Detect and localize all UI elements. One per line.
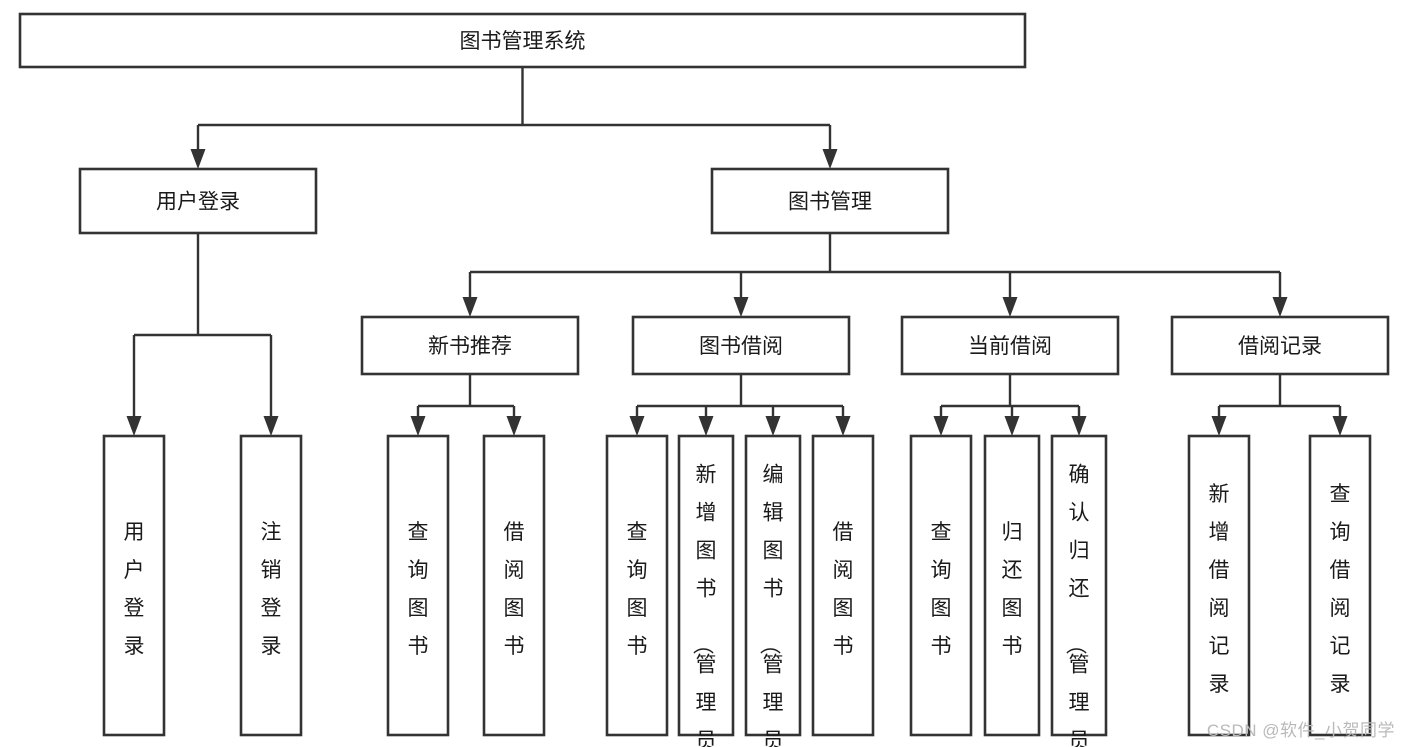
node-leaf-add-book[interactable]: 新增图书（管理员）: [677, 434, 735, 747]
arrow-head-icon: [1004, 416, 1020, 436]
node-leaf-query-record[interactable]: 查询借阅记录: [1308, 434, 1372, 737]
arrow-head-icon: [410, 416, 426, 436]
arrow-head-icon: [822, 149, 838, 169]
node-leaf-edit-book[interactable]: 编辑图书（管理员）: [744, 434, 802, 747]
node-box[interactable]: [1308, 434, 1372, 737]
node-box[interactable]: [78, 167, 318, 235]
arrow-head-icon: [765, 416, 781, 436]
node-box[interactable]: [482, 434, 546, 737]
node-box[interactable]: [710, 167, 950, 235]
arrow-head-icon: [126, 416, 142, 436]
node-label: 借阅记录: [1238, 335, 1322, 358]
node-label: 新增图书（管理员）: [691, 464, 717, 747]
node-label: 图书管理: [788, 191, 872, 214]
node-label: 查询图书: [627, 521, 648, 658]
node-label: 当前借阅: [968, 335, 1052, 358]
node-box[interactable]: [900, 315, 1120, 376]
node-label: 新增借阅记录: [1209, 483, 1230, 696]
node-box[interactable]: [1170, 315, 1390, 376]
arrow-head-icon: [933, 416, 949, 436]
arrow-head-icon: [698, 416, 714, 436]
node-box[interactable]: [909, 434, 973, 737]
node-borrow[interactable]: 图书借阅: [631, 315, 851, 376]
arrow-head-icon: [1071, 416, 1087, 436]
node-label: 用户登录: [156, 191, 240, 214]
node-current[interactable]: 当前借阅: [900, 315, 1120, 376]
node-box[interactable]: [360, 315, 580, 376]
node-leaf-borrow-book-1[interactable]: 借阅图书: [482, 434, 546, 737]
node-leaf-query-book-1[interactable]: 查询图书: [386, 434, 450, 737]
node-label: 注销登录: [261, 521, 282, 658]
arrow-head-icon: [506, 416, 522, 436]
node-box[interactable]: [677, 434, 735, 737]
node-box[interactable]: [811, 434, 875, 737]
arrow-head-icon: [1211, 416, 1227, 436]
arrow-head-icon: [1332, 416, 1348, 436]
node-label: 查询图书: [408, 521, 429, 658]
node-newbook[interactable]: 新书推荐: [360, 315, 580, 376]
node-box[interactable]: [386, 434, 450, 737]
node-bookmgmt[interactable]: 图书管理: [710, 167, 950, 235]
watermark-label: CSDN @软件_小贺同学: [1206, 721, 1395, 740]
node-box[interactable]: [983, 434, 1041, 737]
node-label: 用户登录: [124, 521, 145, 658]
node-leaf-user-logout[interactable]: 注销登录: [239, 434, 303, 737]
node-box[interactable]: [1187, 434, 1251, 737]
node-label: 编辑图书（管理员）: [758, 464, 784, 747]
node-login[interactable]: 用户登录: [78, 167, 318, 235]
node-leaf-confirm-return[interactable]: 确认归还（管理员）: [1050, 434, 1108, 747]
node-box[interactable]: [605, 434, 669, 737]
node-box[interactable]: [239, 434, 303, 737]
node-box[interactable]: [1050, 434, 1108, 737]
nodes-layer: 图书管理系统用户登录图书管理新书推荐图书借阅当前借阅借阅记录用户登录注销登录查询…: [18, 12, 1390, 747]
node-label: 借阅图书: [833, 521, 854, 658]
arrow-head-icon: [190, 149, 206, 169]
node-records[interactable]: 借阅记录: [1170, 315, 1390, 376]
arrow-head-icon: [733, 297, 749, 317]
node-box[interactable]: [18, 12, 1027, 69]
node-leaf-user-login[interactable]: 用户登录: [102, 434, 166, 737]
node-box[interactable]: [631, 315, 851, 376]
arrow-head-icon: [1002, 297, 1018, 317]
arrow-head-icon: [1272, 297, 1288, 317]
node-label: 图书管理系统: [460, 30, 586, 53]
node-leaf-query-book-2[interactable]: 查询图书: [605, 434, 669, 737]
node-label: 查询图书: [931, 521, 952, 658]
node-label: 新书推荐: [428, 335, 512, 358]
node-label: 归还图书: [1002, 521, 1023, 658]
arrow-head-icon: [462, 297, 478, 317]
node-label: 借阅图书: [504, 521, 525, 658]
node-box[interactable]: [744, 434, 802, 737]
node-leaf-query-book-3[interactable]: 查询图书: [909, 434, 973, 737]
arrow-head-icon: [263, 416, 279, 436]
node-label: 确认归还（管理员）: [1064, 464, 1090, 747]
node-label: 查询借阅记录: [1330, 483, 1351, 696]
node-label: 图书借阅: [699, 335, 783, 358]
connectors-layer: [126, 67, 1348, 436]
node-leaf-borrow-book-2[interactable]: 借阅图书: [811, 434, 875, 737]
node-box[interactable]: [102, 434, 166, 737]
node-leaf-return-book[interactable]: 归还图书: [983, 434, 1041, 737]
arrow-head-icon: [629, 416, 645, 436]
node-leaf-add-record[interactable]: 新增借阅记录: [1187, 434, 1251, 737]
arrow-head-icon: [835, 416, 851, 436]
node-root[interactable]: 图书管理系统: [18, 12, 1027, 69]
